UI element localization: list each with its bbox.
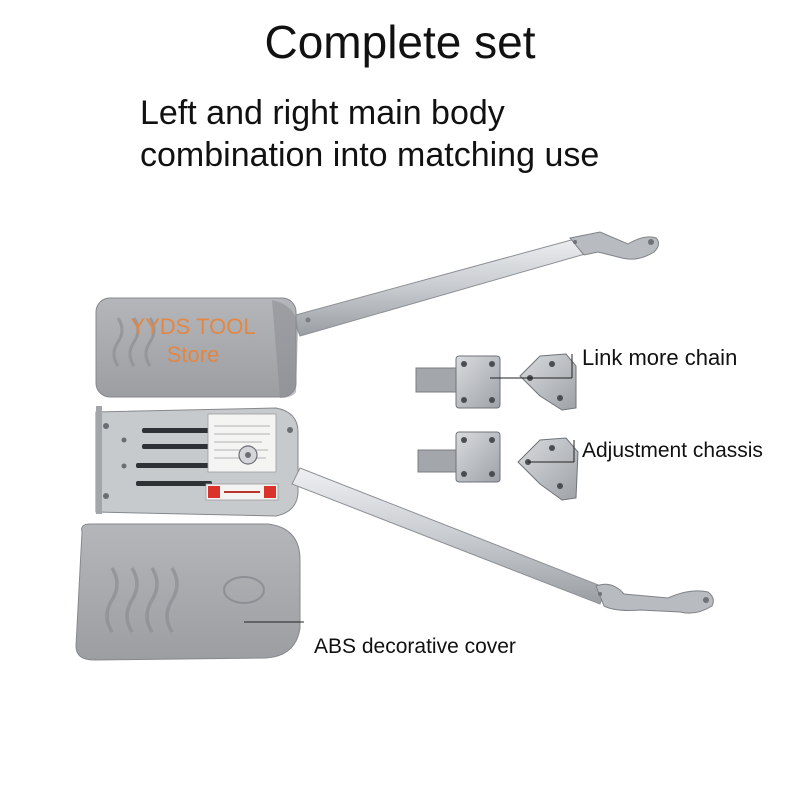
callout-adjustment-chassis: Adjustment chassis: [582, 439, 763, 462]
abs-cover: [75, 523, 301, 661]
watermark-line-1: YYDS TOOL: [130, 314, 256, 339]
callout-abs-cover: ABS decorative cover: [314, 635, 516, 658]
callout-link-chain: Link more chain: [582, 345, 738, 370]
top-housing: [95, 297, 298, 398]
page-title: Complete set: [264, 16, 536, 68]
upper-arm: [291, 231, 660, 337]
lower-arm: [291, 467, 714, 614]
adjustment-chassis-brackets: [417, 431, 579, 501]
subtitle-line-2: combination into matching use: [140, 136, 600, 174]
mechanism-body: [95, 406, 299, 517]
subtitle-line-1: Left and right main body: [140, 94, 505, 132]
link-chain-brackets: [415, 353, 577, 411]
subtitle: Left and right main body combination int…: [140, 92, 599, 176]
store-watermark: YYDS TOOL Store: [104, 313, 282, 369]
watermark-line-2: Store: [166, 342, 220, 367]
